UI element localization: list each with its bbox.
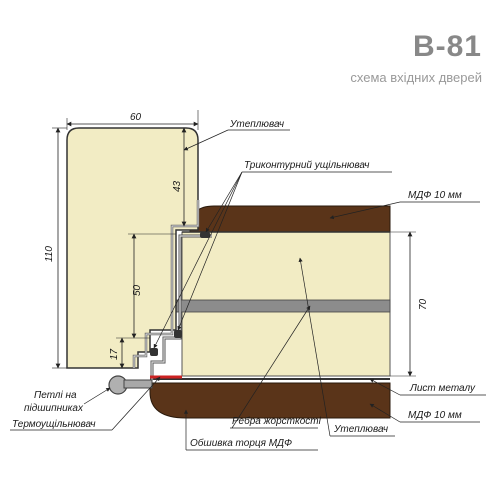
label-mdf-edge: Обшивка торця МДФ [190,437,292,449]
dim-frame-width: 60 [130,112,142,123]
label-insulation-top: Утеплювач [229,119,284,130]
label-hinges-line1: Петлі на [34,390,77,401]
seal-2 [174,330,182,338]
mdf-panel-top [189,205,391,233]
dim-middle-offset: 50 [132,284,143,296]
stiffener-rib [175,299,391,313]
label-mdf-top: МДФ 10 мм [408,190,462,201]
page-subtitle: схема вхідних дверей [350,70,482,85]
label-insulation-bottom: Утеплювач [333,424,388,435]
header: B-81 схема вхідних дверей [0,0,500,110]
label-thermal-seal: Термоущільнювач [12,419,96,430]
label-triple-seal: Триконтурний ущільнювач [244,160,369,171]
label-mdf-bottom: МДФ 10 мм [408,410,462,421]
seal-1 [200,232,210,238]
page-title: B-81 [412,30,482,63]
label-hinges-line2: підшипниках [24,403,84,414]
label-metal-sheet: Лист металу [409,383,476,394]
dim-frame-height: 110 [44,246,55,262]
dim-leaf-thickness: 70 [418,298,429,310]
seal-3 [150,348,158,356]
label-stiffener: Ребра жорсткості [232,415,322,427]
mdf-panel-bottom [149,382,391,419]
dim-bottom-offset: 17 [109,348,120,360]
dim-top-offset: 43 [172,180,183,192]
